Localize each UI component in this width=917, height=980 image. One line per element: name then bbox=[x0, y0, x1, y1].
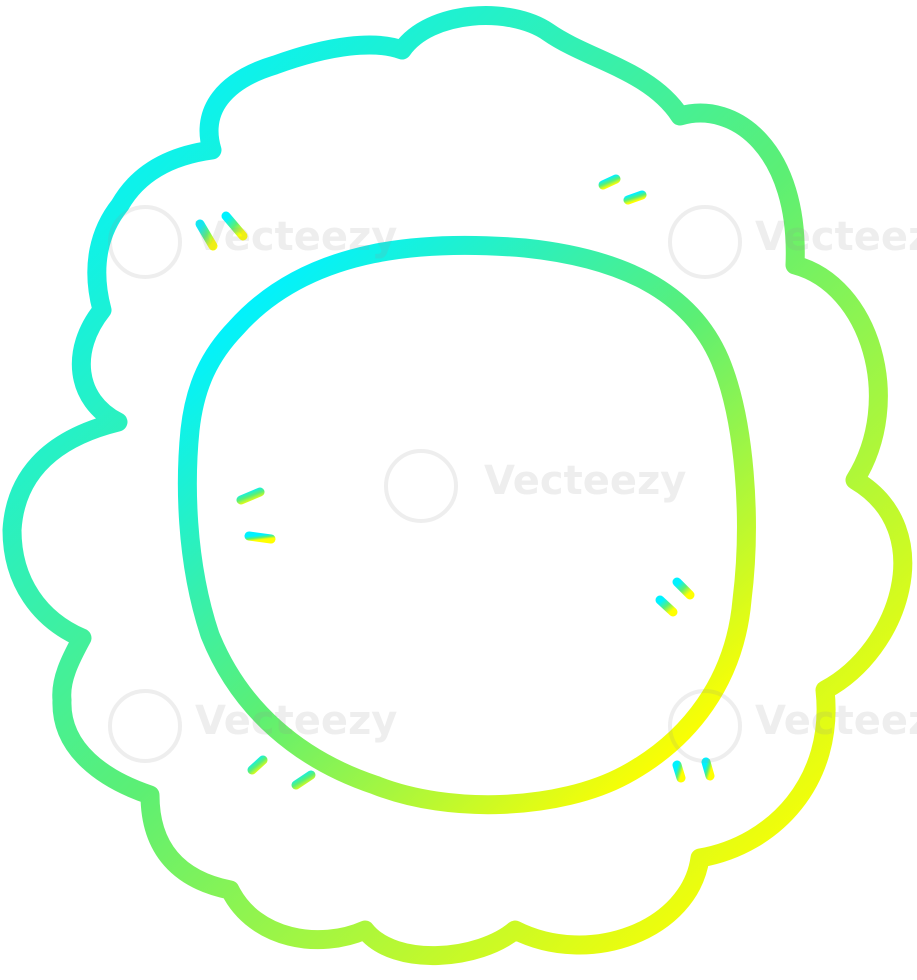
tick-mark bbox=[598, 174, 621, 190]
tick-mark bbox=[195, 219, 218, 251]
tick-mark bbox=[655, 595, 678, 617]
flower-center-circle bbox=[177, 235, 756, 815]
tick-mark bbox=[701, 757, 715, 781]
tick-mark bbox=[672, 577, 695, 600]
tick-mark bbox=[236, 487, 265, 505]
sketch-ticks bbox=[195, 174, 715, 790]
tick-mark bbox=[623, 190, 647, 205]
tick-mark bbox=[672, 760, 686, 783]
tick-mark bbox=[291, 770, 316, 790]
petal-outline bbox=[2, 6, 913, 965]
tick-mark bbox=[221, 211, 248, 241]
tick-mark bbox=[247, 755, 268, 775]
tick-mark bbox=[244, 531, 276, 544]
